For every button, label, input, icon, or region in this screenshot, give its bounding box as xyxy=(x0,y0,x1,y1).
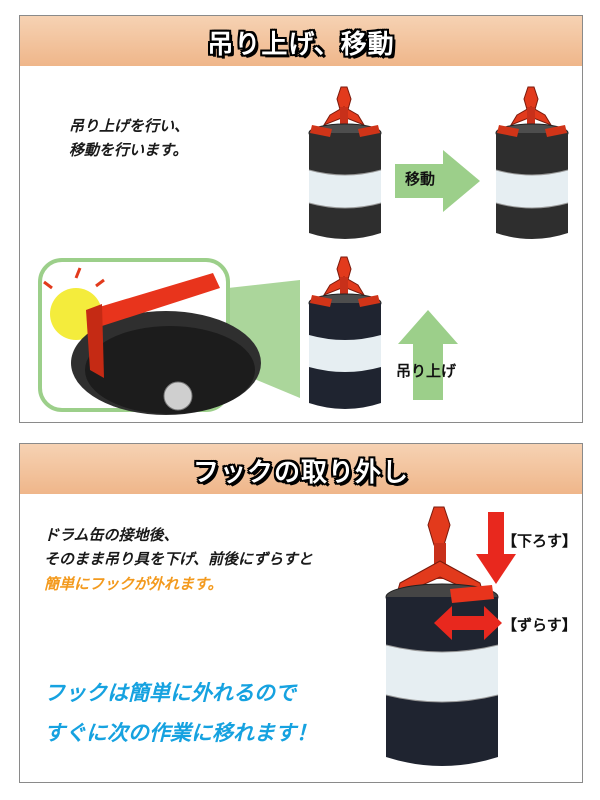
move-arrow-label: 移動 xyxy=(405,170,436,188)
lifting-hook-icon xyxy=(395,506,485,598)
lifting-hook-icon xyxy=(509,86,553,127)
removal-description-line3: 簡単にフックが外れます。 xyxy=(44,575,223,593)
hook-closeup-inset xyxy=(38,258,300,415)
drum-lifted-illustration xyxy=(308,86,382,239)
lower-arrow xyxy=(476,512,516,584)
lift-description-line1: 吊り上げを行い、 xyxy=(69,117,190,135)
removal-description-line2: そのまま吊り具を下げ、前後にずらすと xyxy=(44,550,313,568)
lifting-hook-icon xyxy=(322,86,366,127)
drum-hook-removal-illustration xyxy=(385,506,499,766)
lift-arrow-label: 吊り上げ xyxy=(396,362,457,380)
move-arrow xyxy=(395,150,480,212)
lifting-hook-icon xyxy=(322,256,366,297)
section-header: フックの取り外し xyxy=(20,444,582,494)
shift-arrow xyxy=(434,606,502,640)
drum-lifting-illustration xyxy=(308,256,382,409)
removal-description-line1: ドラム缶の接地後、 xyxy=(44,526,179,544)
section-title: フックの取り外し xyxy=(192,458,409,488)
section-title: 吊り上げ、移動 xyxy=(207,30,395,60)
lower-label: 【下ろす】 xyxy=(502,532,578,550)
callout-line1: フックは簡単に外れるので xyxy=(44,681,296,705)
lift-description-line2: 移動を行います。 xyxy=(69,141,188,159)
shift-label: 【ずらす】 xyxy=(502,616,577,634)
section-header: 吊り上げ、移動 xyxy=(20,16,582,66)
drum-moved-illustration xyxy=(495,86,569,239)
lift-arrow xyxy=(398,310,458,400)
callout-line2: すぐに次の作業に移れます！ xyxy=(44,721,317,745)
